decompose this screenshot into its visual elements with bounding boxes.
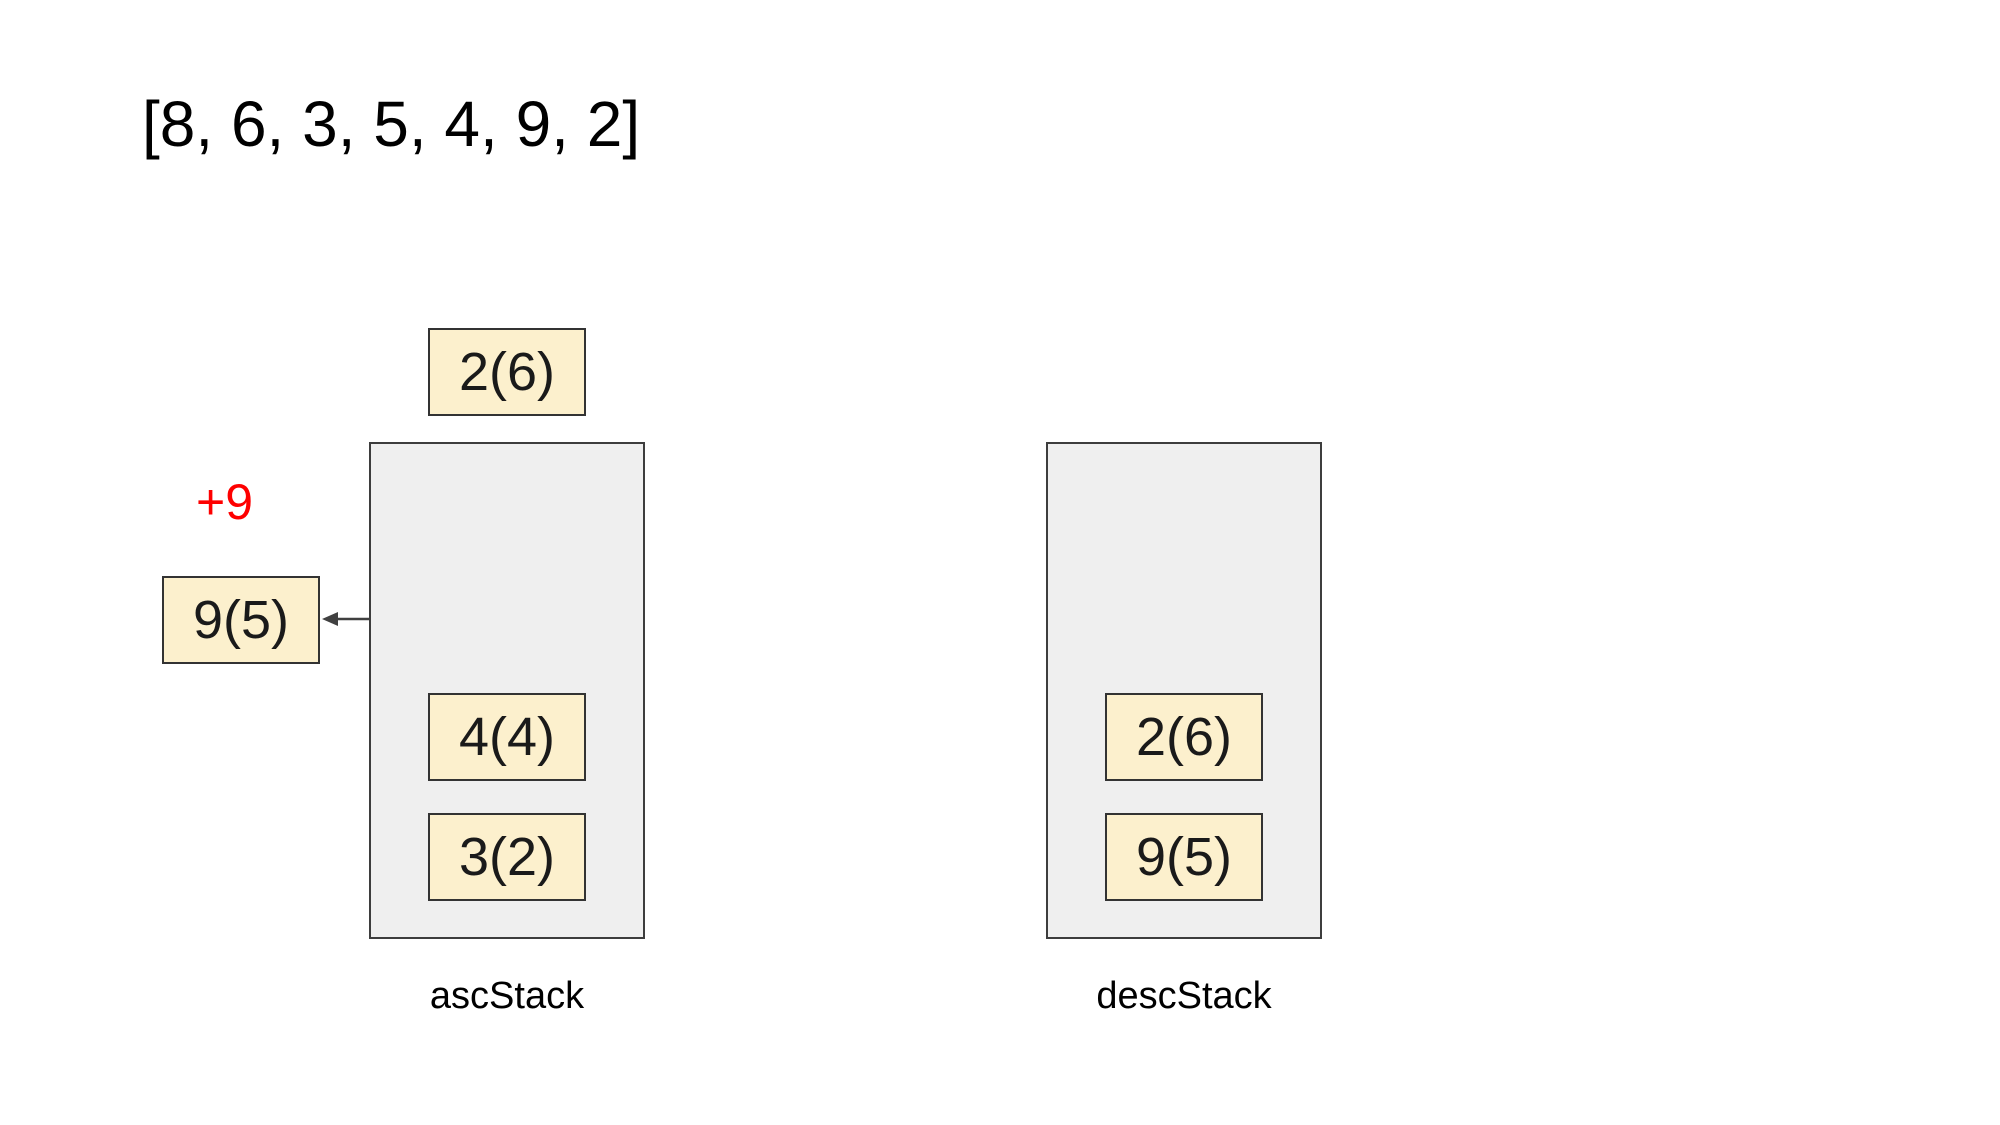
array-title: [8, 6, 3, 5, 4, 9, 2] — [142, 88, 641, 160]
desc-stack-cell: 9(5) — [1105, 813, 1263, 901]
desc-stack-container: 2(6) 9(5) — [1046, 442, 1322, 939]
asc-stack-cell: 4(4) — [428, 693, 586, 781]
asc-stack-container: 4(4) 3(2) — [369, 442, 645, 939]
desc-stack-label: descStack — [1096, 975, 1272, 1017]
asc-stack-cell: 3(2) — [428, 813, 586, 901]
desc-stack-cell: 2(6) — [1105, 693, 1263, 781]
push-annotation: +9 — [196, 474, 254, 530]
incoming-cell: 9(5) — [162, 576, 320, 664]
popped-cell: 2(6) — [428, 328, 586, 416]
asc-stack-label: ascStack — [429, 975, 585, 1017]
